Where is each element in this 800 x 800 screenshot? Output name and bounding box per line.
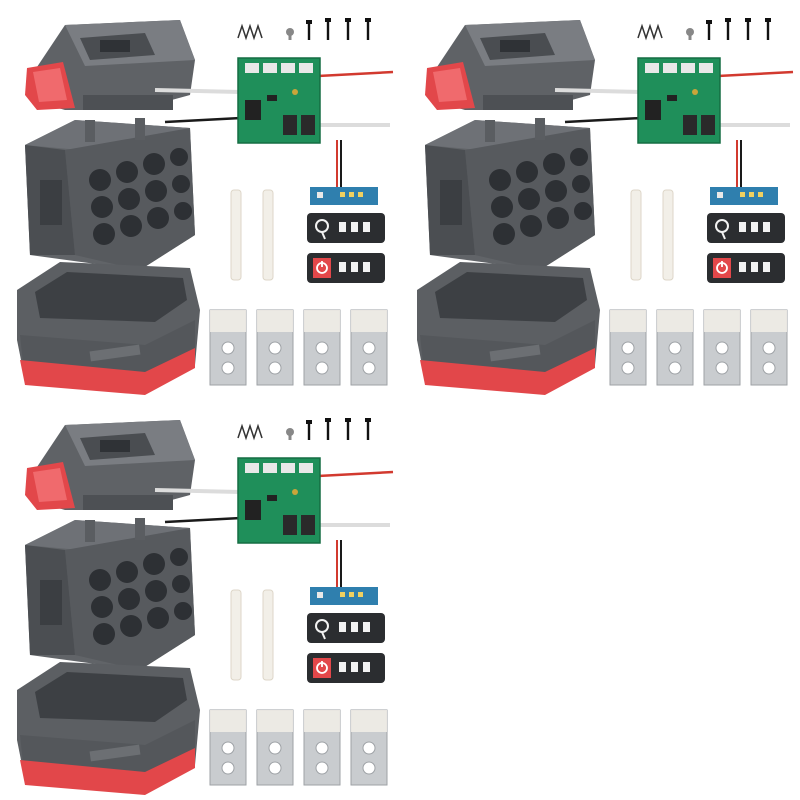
nickel-strips — [209, 709, 388, 786]
cell-holder — [425, 118, 595, 270]
screw — [745, 18, 751, 40]
small-screw — [286, 428, 294, 440]
springs-and-screws — [237, 18, 371, 41]
insulator-sticks — [230, 589, 274, 681]
led-indicator-board — [310, 140, 378, 205]
battery-top-cap — [25, 20, 195, 110]
screw — [365, 18, 371, 40]
nickel-strip — [303, 309, 341, 386]
led-indicator-board — [310, 540, 378, 605]
led-indicator-board — [710, 140, 778, 205]
nickel-strip — [750, 309, 788, 386]
insulator-stick — [630, 189, 642, 281]
insulator-sticks — [230, 189, 274, 281]
led-label-sticker-key — [307, 613, 385, 643]
bms-protection-board — [154, 57, 394, 144]
insulator-stick — [662, 189, 674, 281]
springs-and-screws — [637, 18, 771, 41]
black-wire — [164, 116, 242, 124]
red-wire — [717, 70, 794, 78]
led-label-sticker-key — [707, 213, 785, 243]
nickel-strip — [656, 309, 694, 386]
kit-1 — [5, 0, 395, 400]
spring — [237, 423, 263, 441]
black-wire — [564, 116, 642, 124]
small-screw — [686, 28, 694, 40]
insulator-stick — [262, 589, 274, 681]
insulator-stick — [230, 189, 242, 281]
case-red-band — [20, 348, 195, 395]
screw — [325, 18, 331, 40]
led-label-sticker-power — [307, 253, 385, 283]
spring — [237, 23, 263, 41]
nickel-strip — [609, 309, 647, 386]
screw — [345, 18, 351, 40]
screw — [345, 418, 351, 440]
led-label-sticker-power — [707, 253, 785, 283]
nickel-strip — [209, 309, 247, 386]
screw — [325, 418, 331, 440]
red-wire — [317, 70, 394, 78]
cell-holder — [25, 118, 195, 270]
case-red-band — [20, 748, 195, 795]
kit-3 — [5, 400, 395, 800]
insulator-sticks — [630, 189, 674, 281]
case-red-band — [420, 348, 595, 395]
battery-bottom-case — [417, 262, 600, 395]
nickel-strips — [209, 309, 388, 386]
spring — [637, 23, 663, 41]
insulator-stick — [230, 589, 242, 681]
screw — [706, 20, 712, 40]
cell-holder — [25, 518, 195, 670]
nickel-strip — [209, 709, 247, 786]
bms-protection-board — [154, 457, 394, 544]
nickel-strip — [350, 709, 388, 786]
small-screw — [286, 28, 294, 40]
black-wire — [164, 516, 242, 524]
insulator-stick — [262, 189, 274, 281]
battery-bottom-case — [17, 262, 200, 395]
nickel-strip — [256, 709, 294, 786]
nickel-strip — [303, 709, 341, 786]
nickel-strips — [609, 309, 788, 386]
battery-case-kit — [17, 18, 394, 395]
battery-top-cap — [25, 420, 195, 510]
screw — [365, 418, 371, 440]
led-label-sticker-key — [307, 213, 385, 243]
screw — [306, 420, 312, 440]
battery-case-kit — [417, 18, 794, 395]
screw — [306, 20, 312, 40]
springs-and-screws — [237, 418, 371, 441]
led-label-sticker-power — [307, 653, 385, 683]
battery-top-cap — [425, 20, 595, 110]
red-wire — [317, 470, 394, 478]
screw — [725, 18, 731, 40]
bms-protection-board — [554, 57, 794, 144]
battery-case-kit — [17, 418, 394, 795]
kit-2 — [405, 0, 795, 400]
nickel-strip — [256, 309, 294, 386]
nickel-strip — [350, 309, 388, 386]
screw — [765, 18, 771, 40]
battery-bottom-case — [17, 662, 200, 795]
nickel-strip — [703, 309, 741, 386]
